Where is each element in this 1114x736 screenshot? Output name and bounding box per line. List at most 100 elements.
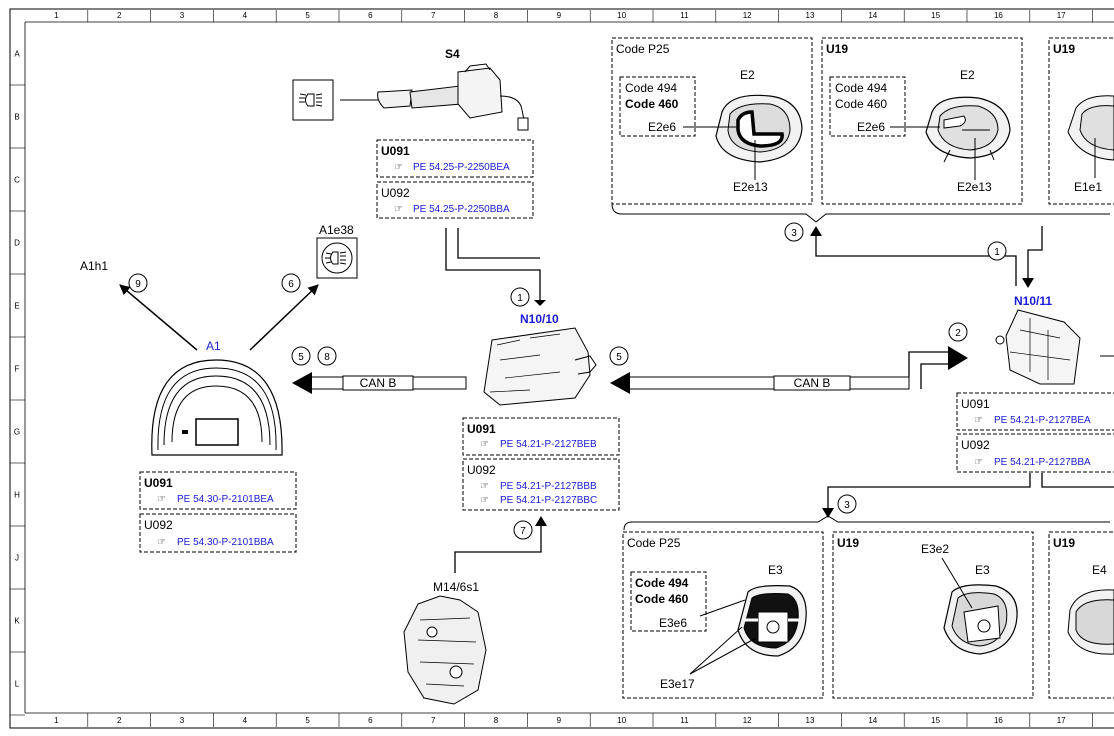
n10-10-u091-ref[interactable]: PE 54.21-P-2127BEB <box>500 439 597 450</box>
headlamp-e2-u19-drawing <box>925 96 1011 163</box>
grid-col-label: 7 <box>431 11 436 20</box>
callout-3-bottom: 3 <box>844 500 850 511</box>
top-p25-e2: E2 <box>740 68 755 82</box>
bottom-u19b-title: U19 <box>1053 536 1075 550</box>
n10-11-u092-ref[interactable]: PE 54.21-P-2127BBA <box>994 457 1091 468</box>
pointing-hand-icon: ☞ <box>480 439 489 450</box>
bottom-p25-e3: E3 <box>768 563 783 577</box>
headlamp-icon <box>299 93 323 107</box>
grid-col-label: 11 <box>680 11 689 20</box>
s4-u091-label: U091 <box>381 144 410 158</box>
bottom-p25-code2: Code 460 <box>635 592 689 606</box>
callout-2: 2 <box>955 328 961 339</box>
grid-row-label: L <box>15 680 20 689</box>
grid-col-label: 9 <box>557 11 562 20</box>
can-bus-right: CAN B <box>610 346 968 394</box>
pointing-hand-icon: ☞ <box>974 415 983 426</box>
grid-col-label: 12 <box>743 716 752 725</box>
s4-u091-ref[interactable]: PE 54.25-P-2250BEA <box>413 162 510 173</box>
s4-switch: S4 U091 ☞ PE 54.25-P-2250BEA U092 ☞ PE 5… <box>292 47 534 219</box>
top-u19-code2: Code 460 <box>835 97 887 111</box>
grid-col-label: 1 <box>54 716 59 725</box>
can-b-right-label: CAN B <box>794 376 831 390</box>
callout-3-top: 3 <box>791 228 797 239</box>
grid-row-label: B <box>14 113 19 122</box>
n10-10-u092-ref1[interactable]: PE 54.21-P-2127BBB <box>500 481 597 492</box>
grid-row-label: K <box>14 617 20 626</box>
m14-label: M14/6s1 <box>433 580 479 594</box>
callout-1-n10-10: 1 <box>517 293 523 304</box>
top-p25-e2e13: E2e13 <box>733 180 768 194</box>
a1e38-label: A1e38 <box>319 223 354 237</box>
grid-col-label: 4 <box>243 11 248 20</box>
top-panel-group: Code P25 Code 494 Code 460 E2e6 E2 E2e13… <box>611 37 1114 223</box>
top-u19-e2e13: E2e13 <box>957 180 992 194</box>
grid-row-label: J <box>15 554 19 563</box>
grid-col-label: 9 <box>557 716 562 725</box>
bottom-p25-e3e17: E3e17 <box>660 677 695 691</box>
n10-11-label[interactable]: N10/11 <box>1014 294 1052 308</box>
grid-col-label: 3 <box>180 11 185 20</box>
top-u19-title: U19 <box>826 42 848 56</box>
a1-label[interactable]: A1 <box>206 339 221 353</box>
grid-row-label: E <box>14 302 19 311</box>
grid-col-label: 15 <box>931 11 940 20</box>
pointing-hand-icon: ☞ <box>480 481 489 492</box>
bottom-u19-e3: E3 <box>975 563 990 577</box>
grid-row-label: H <box>14 491 20 500</box>
n10-10-u092-label: U092 <box>467 463 496 477</box>
grid-col-label: 13 <box>806 716 815 725</box>
a1-u091-ref[interactable]: PE 54.30-P-2101BEA <box>177 494 274 505</box>
n10-10-label[interactable]: N10/10 <box>520 312 559 326</box>
n10-10-u092-ref2[interactable]: PE 54.21-P-2127BBC <box>500 495 597 506</box>
can-bus-left: CAN B <box>292 372 467 394</box>
a1h1-label: A1h1 <box>80 259 108 273</box>
s4-u092-ref[interactable]: PE 54.25-P-2250BBA <box>413 204 510 215</box>
top-p25-code1: Code 494 <box>625 81 677 95</box>
grid-col-label: 8 <box>494 716 499 725</box>
grid-col-label: 11 <box>680 716 689 725</box>
grid-row-label: G <box>14 428 20 437</box>
grid-col-label: 10 <box>617 11 626 20</box>
instrument-cluster-a1: A1 U091 ☞ PE 54.30-P-2101BEA U092 ☞ PE 5… <box>139 339 297 553</box>
callout-9: 9 <box>135 279 141 290</box>
grid-frame <box>9 8 1114 729</box>
grid-row-label: C <box>14 176 20 185</box>
callout-5-right: 5 <box>616 352 622 363</box>
top-p25-title: Code P25 <box>616 42 670 56</box>
callout-circles: 9 6 5 8 1 5 7 3 1 2 3 <box>128 222 1007 540</box>
bottom-p25-title: Code P25 <box>627 536 681 550</box>
grid-col-label: 16 <box>994 11 1003 20</box>
n10-11-u091-ref[interactable]: PE 54.21-P-2127BEA <box>994 415 1091 426</box>
grid-col-label: 5 <box>305 716 310 725</box>
bottom-p25-e3e6: E3e6 <box>659 616 687 630</box>
pointing-hand-icon: ☞ <box>480 495 489 506</box>
grid-col-label: 6 <box>368 11 373 20</box>
grid-col-label: 14 <box>868 716 877 725</box>
top-u19b-e1e: E1e1 <box>1074 180 1102 194</box>
grid-col-label: 1 <box>54 11 59 20</box>
grid-col-label: 16 <box>994 716 1003 725</box>
grid-col-label: 6 <box>368 716 373 725</box>
callout-7: 7 <box>520 526 526 537</box>
s4-label: S4 <box>445 47 460 61</box>
n10-11-u091-label: U091 <box>961 397 990 411</box>
top-u19-code1: Code 494 <box>835 81 887 95</box>
grid-col-label: 17 <box>1057 716 1066 725</box>
grid-col-label: 3 <box>180 716 185 725</box>
a1-u092-label: U092 <box>144 518 173 532</box>
a1e38-indicator: A1e38 <box>316 223 358 279</box>
a1-u092-ref[interactable]: PE 54.30-P-2101BBA <box>177 537 274 548</box>
grid-row-label: D <box>14 239 20 248</box>
grid-col-label: 2 <box>117 716 122 725</box>
callout-1-n10-11: 1 <box>994 247 1000 258</box>
n10-11-module: N10/11 U091 ☞ PE 54.21-P-2127BEA U092 ☞ … <box>956 294 1114 473</box>
grid-col-label: 17 <box>1057 11 1066 20</box>
pointing-hand-icon: ☞ <box>394 204 403 215</box>
bottom-p25-code1: Code 494 <box>635 576 689 590</box>
callout-6: 6 <box>288 279 294 290</box>
callout-5-left: 5 <box>298 352 304 363</box>
bottom-panel-group: Code P25 Code 494 Code 460 E3e6 E3 E3e17… <box>622 515 1114 699</box>
